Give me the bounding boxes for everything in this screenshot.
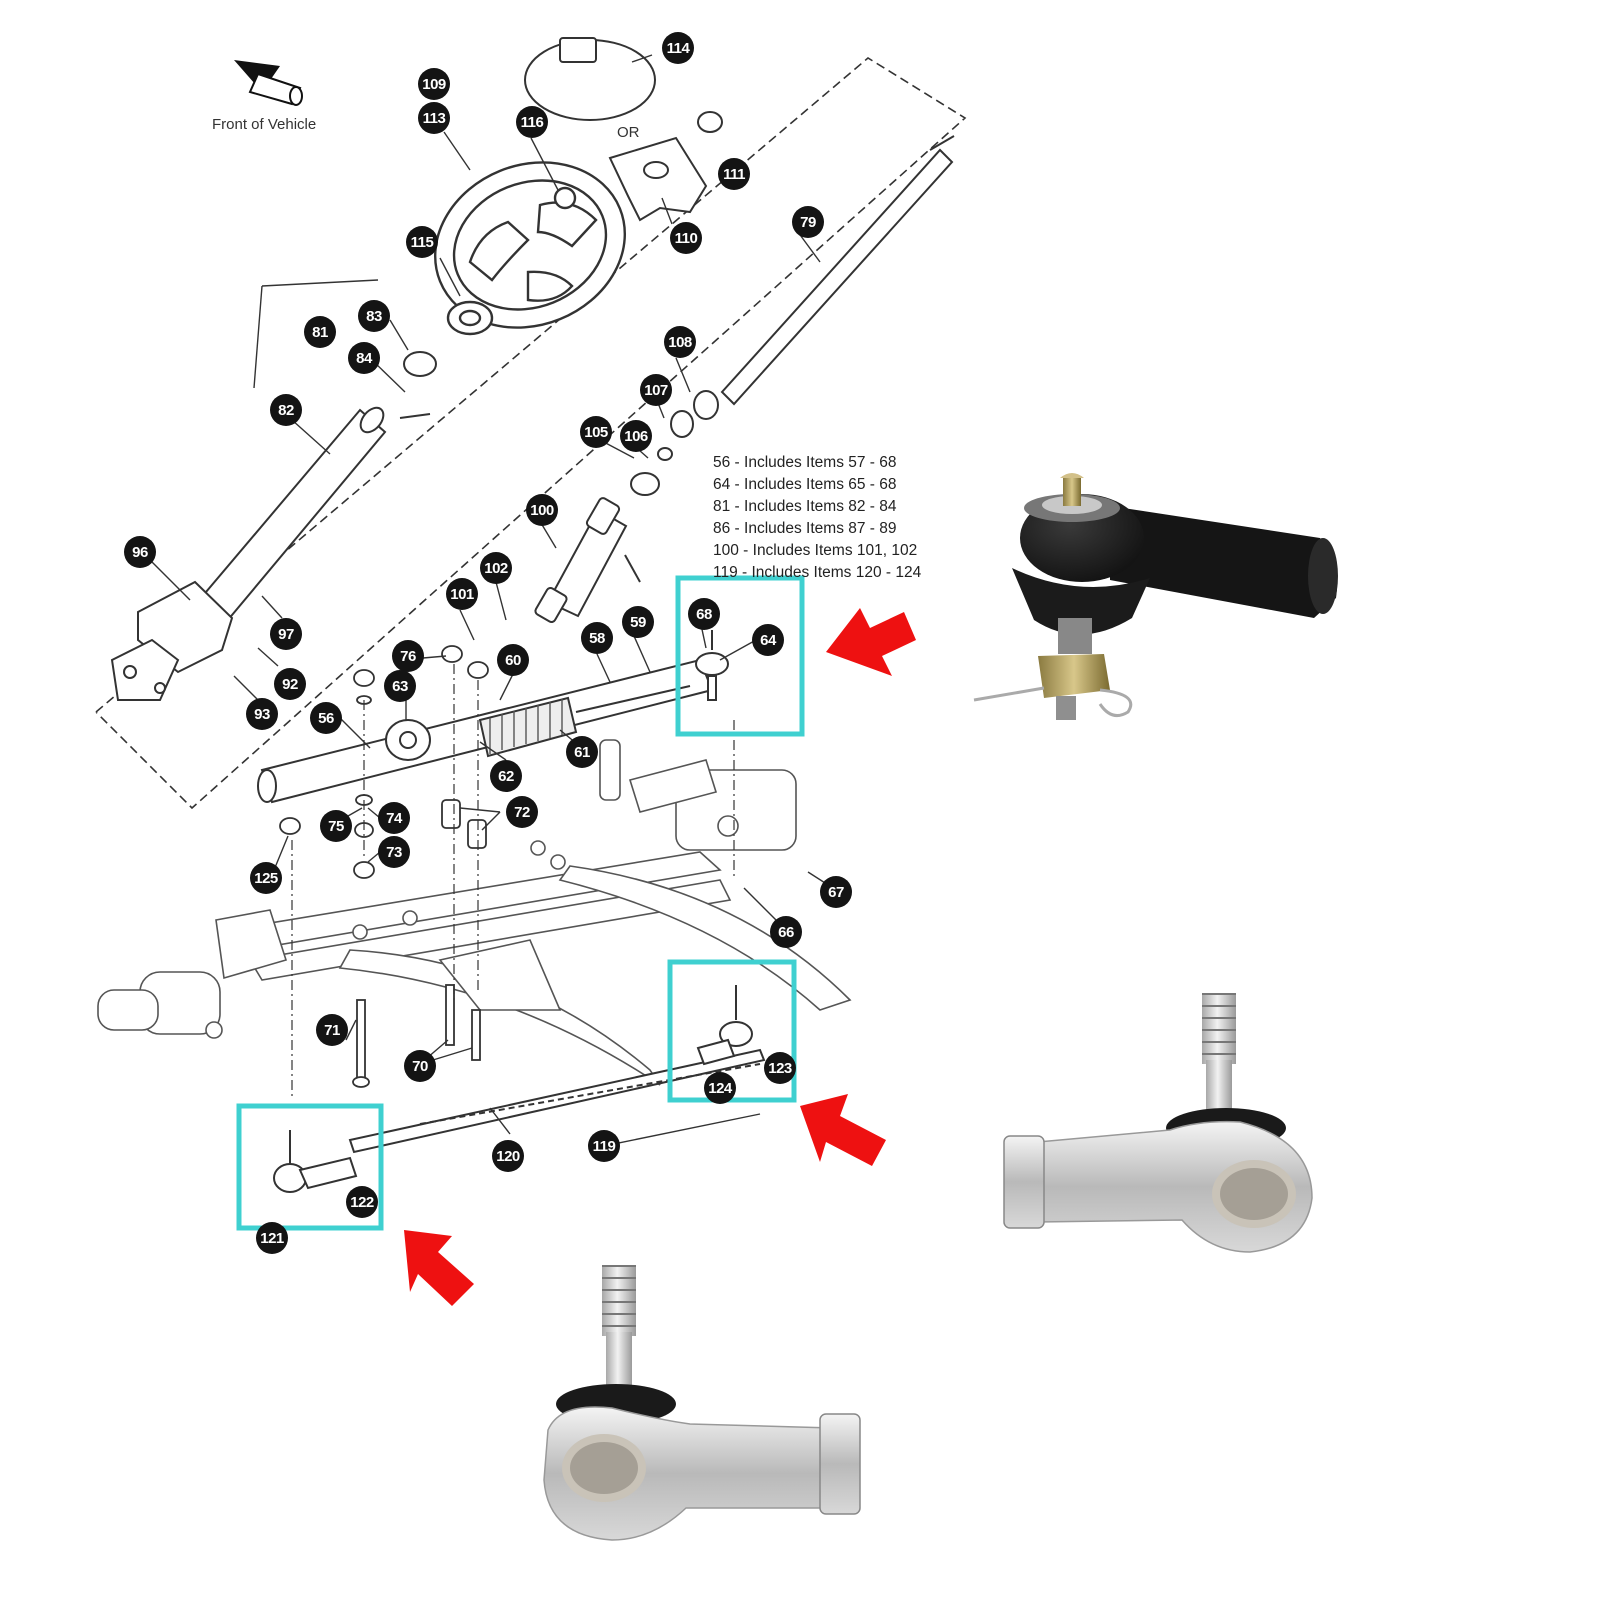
includes-line: 64 - Includes Items 65 - 68 [713, 476, 897, 493]
callout-92: 92 [274, 668, 306, 700]
silver-tie-rod-end-photo-bottom [543, 1265, 861, 1541]
callout-114: 114 [662, 32, 694, 64]
bearing-rings [399, 351, 719, 496]
horn-cap [524, 37, 656, 121]
callout-109: 109 [418, 68, 450, 100]
steering-wheel-pad [608, 111, 723, 222]
callout-100: 100 [526, 494, 558, 526]
callout-125: 125 [250, 862, 282, 894]
callout-111: 111 [718, 158, 750, 190]
front-axle-and-leaf-springs [97, 739, 852, 1086]
callout-56: 56 [310, 702, 342, 734]
callout-63: 63 [384, 670, 416, 702]
callout-102: 102 [480, 552, 512, 584]
intermediate-shaft-u-joint [534, 497, 641, 624]
tie-rod-assembly [348, 1048, 766, 1154]
alignment-lines [291, 664, 735, 1100]
includes-line: 100 - Includes Items 101, 102 [713, 542, 918, 559]
callout-113: 113 [418, 102, 450, 134]
includes-line: 56 - Includes Items 57 - 68 [713, 454, 897, 471]
callout-62: 62 [490, 760, 522, 792]
silver-tie-rod-end-photo-right [1003, 993, 1313, 1253]
callout-64: 64 [752, 624, 784, 656]
red-arrow-upper [826, 608, 916, 676]
callout-74: 74 [378, 802, 410, 834]
callout-106: 106 [620, 420, 652, 452]
callout-68: 68 [688, 598, 720, 630]
includes-line: 86 - Includes Items 87 - 89 [713, 520, 897, 537]
callout-115: 115 [406, 226, 438, 258]
callout-119: 119 [588, 1130, 620, 1162]
callout-76: 76 [392, 640, 424, 672]
front-of-vehicle-arrow-icon [234, 60, 303, 106]
callout-101: 101 [446, 578, 478, 610]
nuts-and-bushings [279, 645, 489, 879]
callout-93: 93 [246, 698, 278, 730]
callout-84: 84 [348, 342, 380, 374]
front-of-vehicle-label: Front of Vehicle [212, 116, 317, 133]
callout-121: 121 [256, 1222, 288, 1254]
callout-122: 122 [346, 1186, 378, 1218]
callout-123: 123 [764, 1052, 796, 1084]
callout-96: 96 [124, 536, 156, 568]
callout-108: 108 [664, 326, 696, 358]
red-pointer-arrows [404, 608, 916, 1306]
callout-60: 60 [497, 644, 529, 676]
callout-71: 71 [316, 1014, 348, 1046]
includes-line: 81 - Includes Items 82 - 84 [713, 498, 897, 515]
callout-79: 79 [792, 206, 824, 238]
includes-legend: 56 - Includes Items 57 - 68 64 - Include… [713, 452, 921, 584]
callout-67: 67 [820, 876, 852, 908]
callout-82: 82 [270, 394, 302, 426]
steering-column-tube [110, 406, 387, 701]
diagram-tie-rod-ends [273, 630, 753, 1193]
callout-75: 75 [320, 810, 352, 842]
callout-73: 73 [378, 836, 410, 868]
u-bolts [352, 984, 481, 1088]
black-tie-rod-end-photo [973, 473, 1338, 720]
callout-124: 124 [704, 1072, 736, 1104]
callout-81: 81 [304, 316, 336, 348]
highlight-boxes [236, 575, 805, 1231]
callout-97: 97 [270, 618, 302, 650]
steering-wheel [434, 161, 626, 336]
callout-83: 83 [358, 300, 390, 332]
red-arrow-middle [800, 1094, 886, 1166]
callout-110: 110 [670, 222, 702, 254]
or-label: OR [617, 124, 640, 141]
red-arrow-lower [404, 1230, 474, 1306]
steering-rack [257, 658, 714, 804]
callout-116: 116 [516, 106, 548, 138]
includes-line: 119 - Includes Items 120 - 124 [713, 564, 922, 581]
callout-105: 105 [580, 416, 612, 448]
callout-70: 70 [404, 1050, 436, 1082]
callout-61: 61 [566, 736, 598, 768]
callout-120: 120 [492, 1140, 524, 1172]
callout-58: 58 [581, 622, 613, 654]
callout-107: 107 [640, 374, 672, 406]
callout-72: 72 [506, 796, 538, 828]
callout-66: 66 [770, 916, 802, 948]
steering-shaft [720, 135, 955, 406]
callout-59: 59 [622, 606, 654, 638]
